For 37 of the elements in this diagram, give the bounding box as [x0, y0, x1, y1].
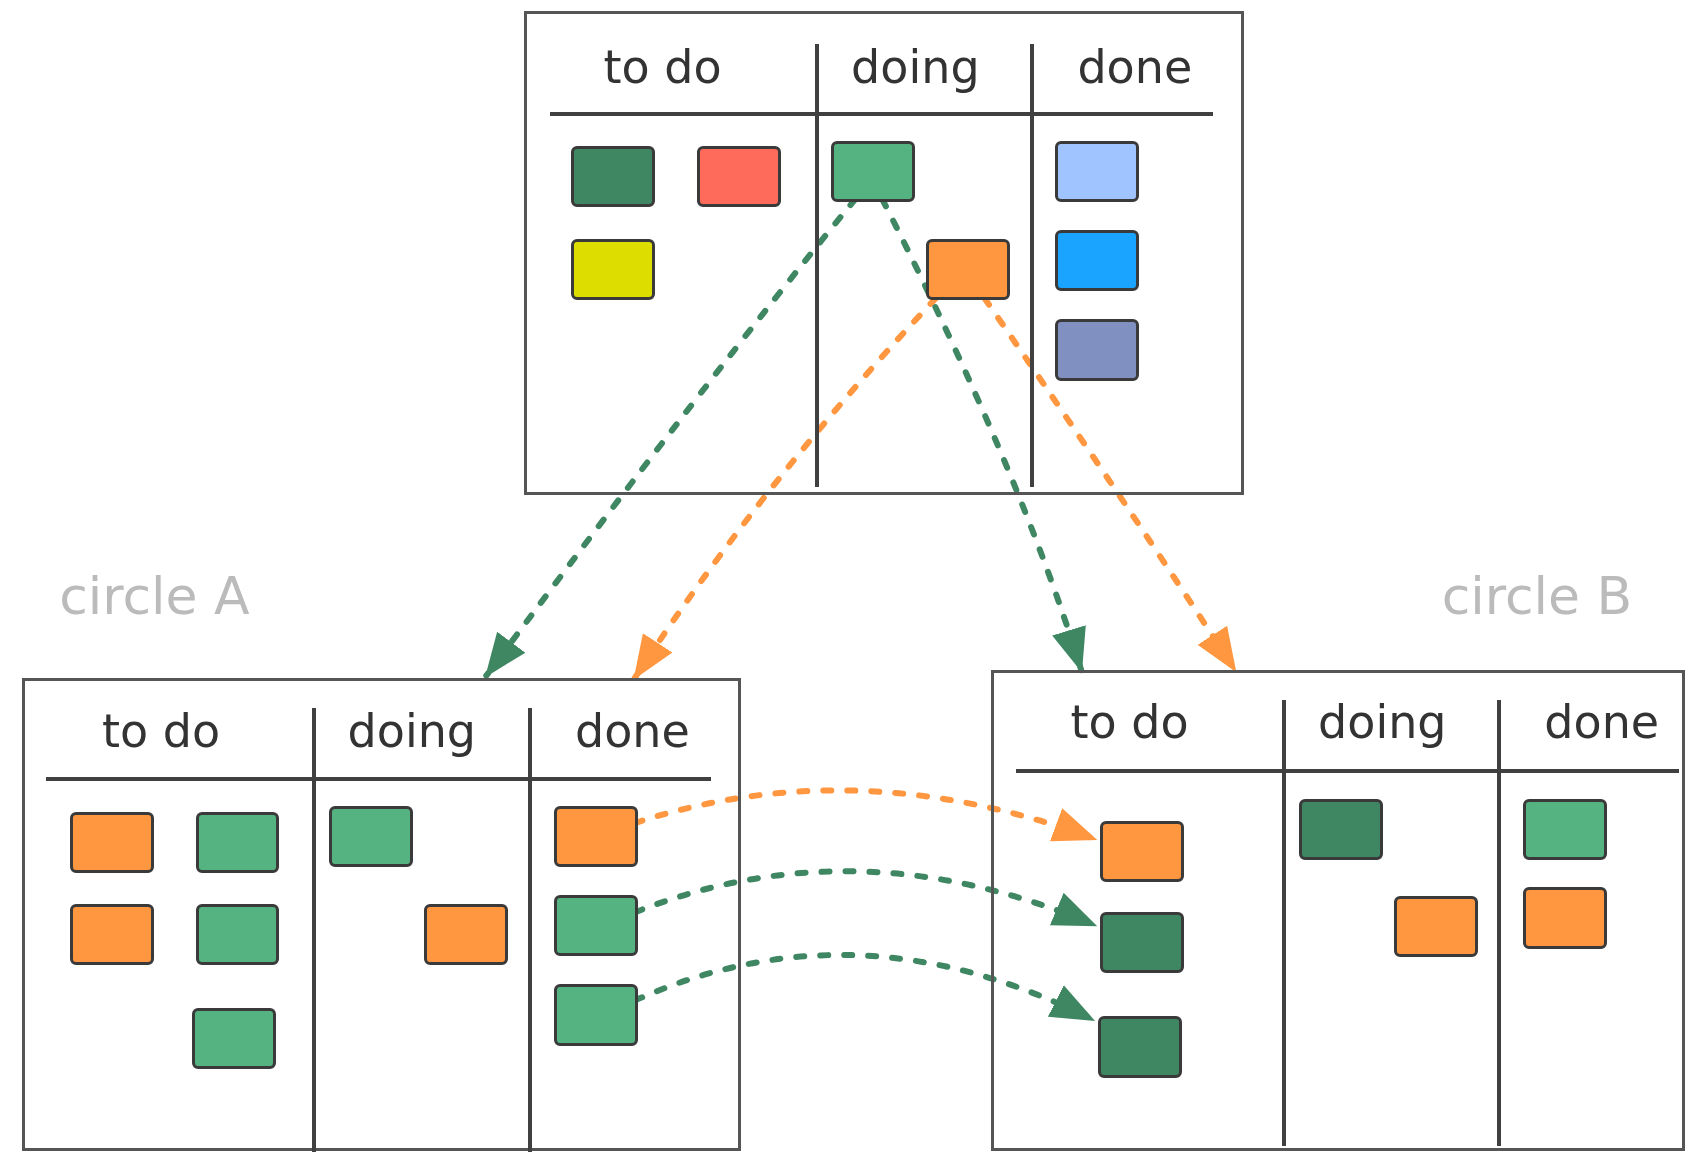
task-card: [696, 146, 781, 208]
kanban-board: [990, 670, 1685, 1152]
task-card: [553, 894, 638, 957]
task-card: [1055, 319, 1140, 381]
column-heading: to do: [603, 43, 722, 90]
task-card: [1100, 912, 1185, 974]
task-card: [1299, 799, 1384, 861]
task-card: [571, 238, 655, 300]
task-card: [1523, 799, 1608, 861]
column-heading: done: [575, 707, 690, 754]
column-heading: done: [1077, 43, 1193, 90]
task-card: [423, 903, 508, 965]
task-card: [1098, 1016, 1183, 1078]
task-card: [1100, 820, 1185, 882]
task-card: [1055, 230, 1140, 292]
task-card: [195, 812, 280, 874]
task-card: [69, 812, 154, 874]
task-card: [553, 805, 638, 867]
group-label: circle A: [59, 570, 250, 623]
column-heading: doing: [1318, 699, 1447, 746]
task-card: [571, 146, 655, 208]
task-card: [69, 903, 154, 965]
kanban-board: [523, 10, 1244, 495]
task-card: [553, 984, 638, 1046]
task-card: [1523, 887, 1608, 949]
group-label: circle B: [1441, 570, 1633, 623]
task-card: [926, 238, 1010, 300]
column-heading: to do: [102, 707, 221, 754]
task-card: [1394, 896, 1478, 958]
task-card: [831, 140, 916, 202]
column-heading: done: [1544, 699, 1660, 746]
task-card: [192, 1007, 277, 1070]
column-heading: to do: [1070, 699, 1189, 746]
kanban-board: [21, 677, 742, 1152]
task-card: [195, 903, 280, 965]
task-card: [1055, 140, 1140, 202]
task-card: [329, 805, 413, 867]
